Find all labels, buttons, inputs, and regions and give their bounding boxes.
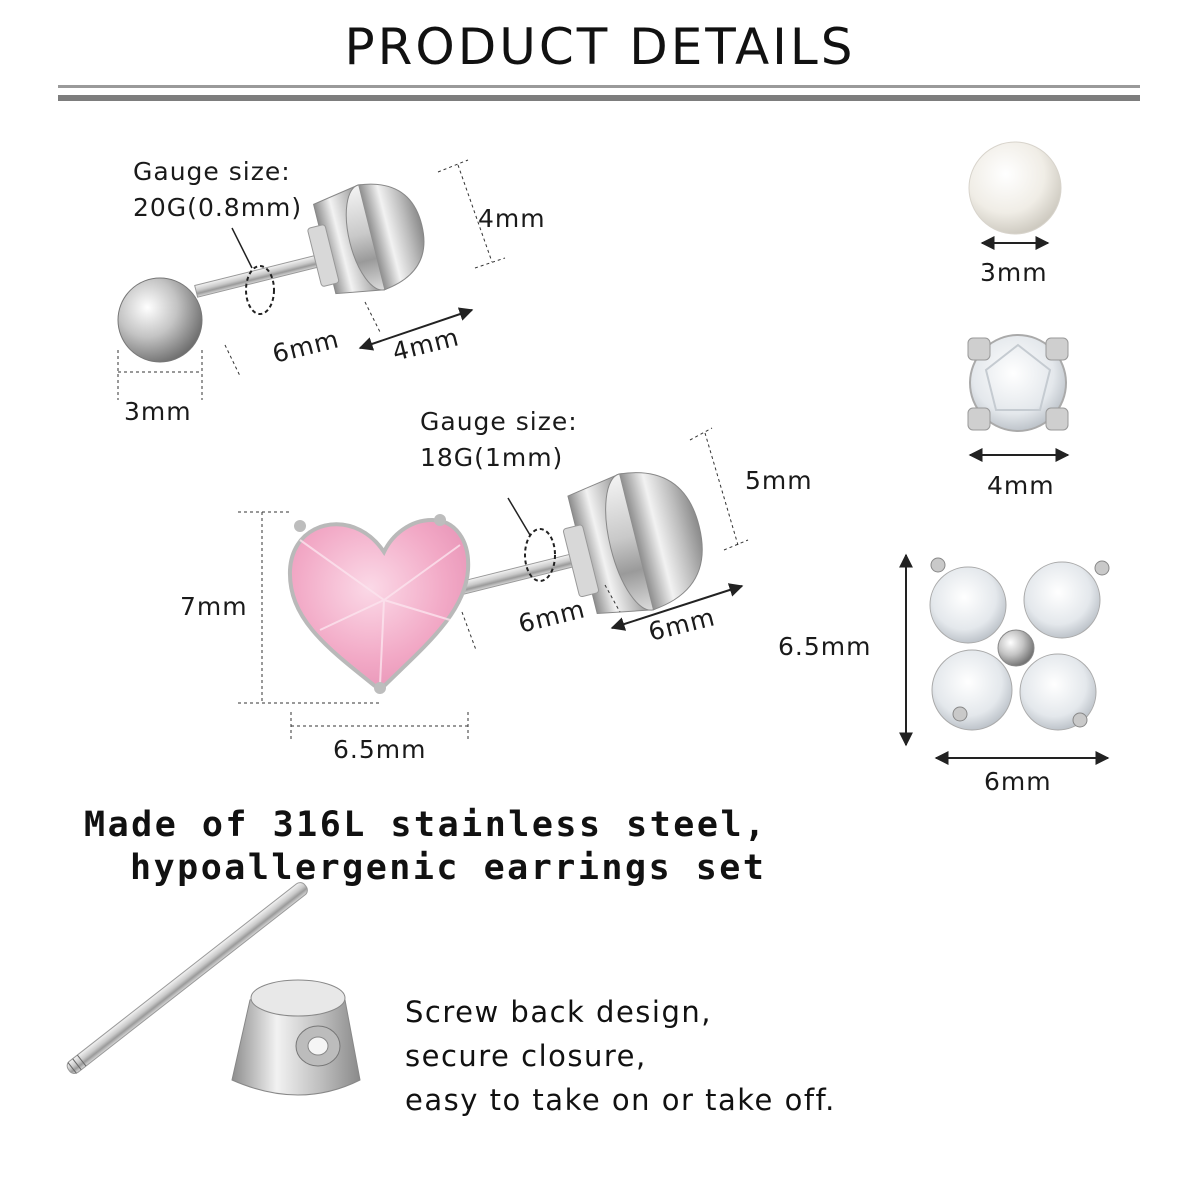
ball-gauge-label: Gauge size: — [133, 157, 291, 186]
pearl-size: 3mm — [980, 258, 1048, 287]
closure-features: Screw back design, secure closure, easy … — [405, 990, 836, 1122]
page-title: PRODUCT DETAILS — [344, 18, 856, 76]
flower-width: 6mm — [984, 767, 1052, 796]
round-cz-size: 4mm — [987, 471, 1055, 500]
round-cz-drawing — [967, 334, 1070, 462]
title-divider-thin — [58, 85, 1140, 88]
closure-line-2: secure closure, — [405, 1039, 647, 1073]
ball-stud-drawing — [117, 159, 506, 400]
title-divider-thick — [58, 95, 1140, 101]
heart-back-height: 5mm — [745, 466, 813, 495]
heart-gauge-label: Gauge size: — [420, 407, 578, 436]
closure-line-1: Screw back design, — [405, 995, 712, 1029]
heart-width: 6.5mm — [333, 735, 427, 764]
heart-stud-drawing — [238, 427, 749, 740]
closure-line-3: easy to take on or take off. — [405, 1083, 836, 1117]
pearl-drawing — [968, 141, 1062, 250]
ball-gauge-value: 20G(0.8mm) — [133, 193, 303, 222]
flower-drawing — [899, 553, 1110, 765]
ball-back-height: 4mm — [478, 204, 546, 233]
material-line-2: hypoallergenic earrings set — [130, 848, 767, 888]
material-line-1: Made of 316L stainless steel, — [84, 805, 768, 845]
screw-back-parts-drawing — [66, 882, 361, 1096]
heart-gauge-value: 18G(1mm) — [420, 443, 564, 472]
heart-height: 7mm — [180, 592, 248, 621]
ball-width: 3mm — [124, 397, 192, 426]
flower-height: 6.5mm — [778, 632, 872, 661]
